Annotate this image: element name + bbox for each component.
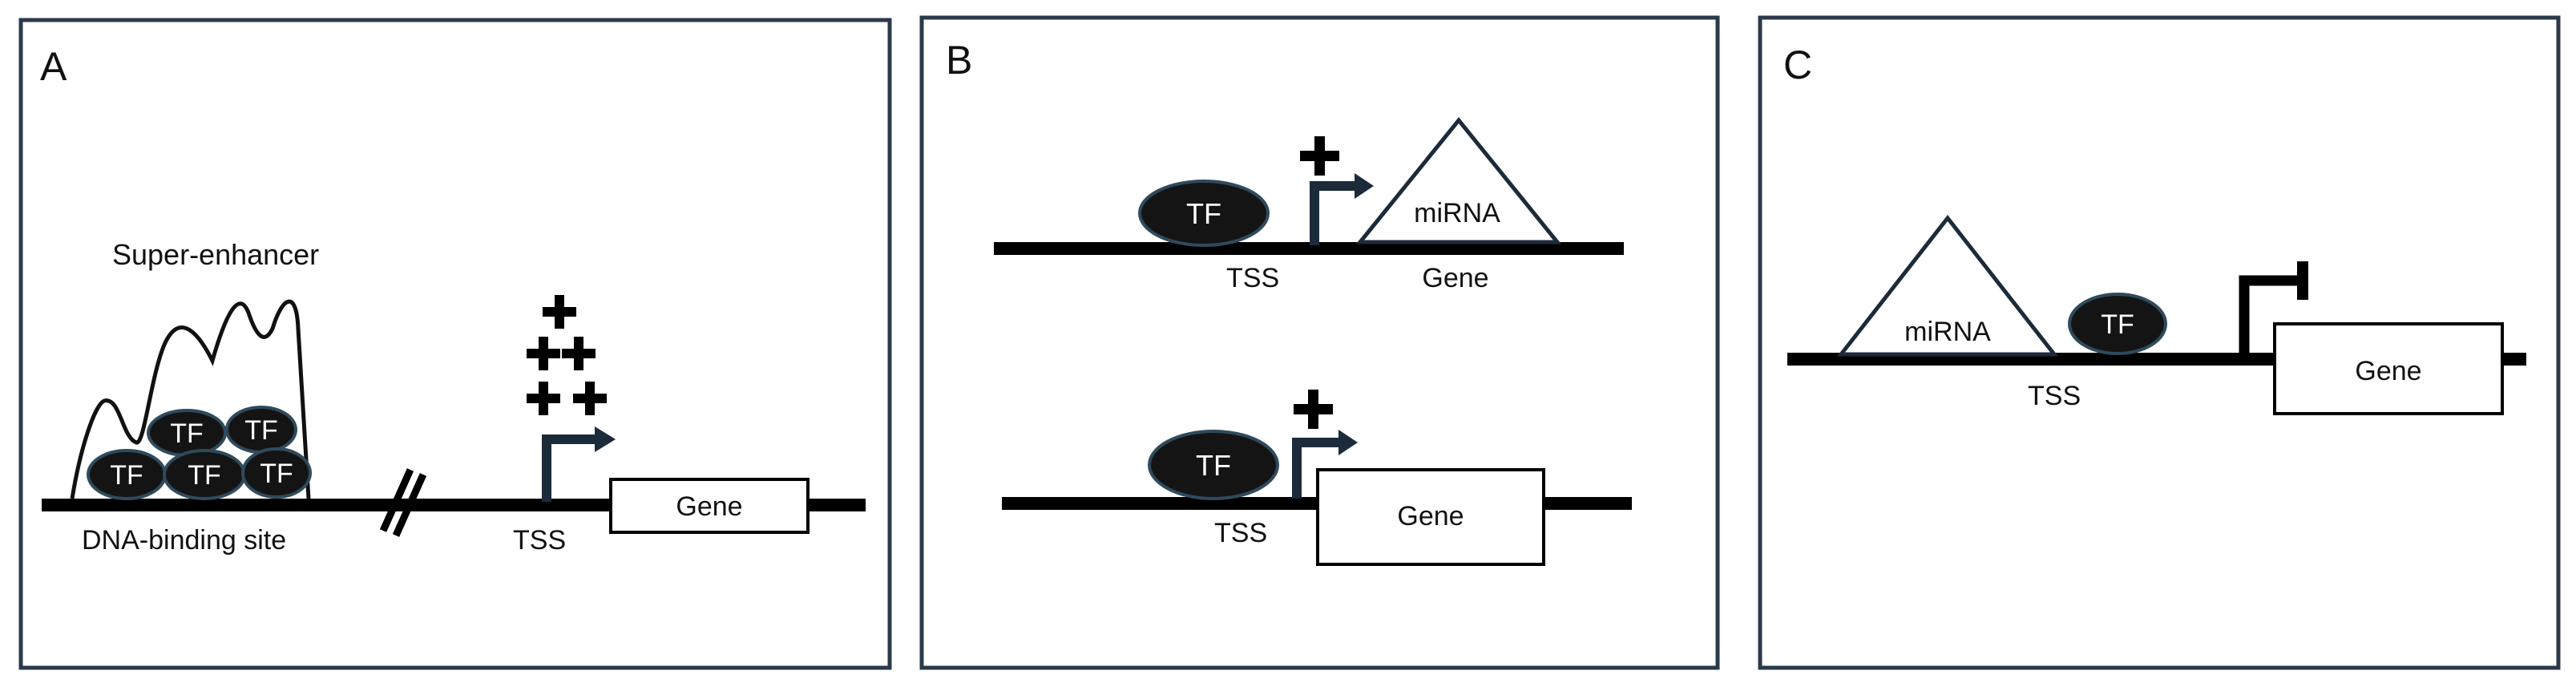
plus-icon	[527, 337, 560, 370]
svg-text:TF: TF	[2101, 309, 2134, 340]
tf-protein: TF	[2068, 293, 2167, 355]
tf-protein: TF	[87, 449, 167, 500]
mirna-label-c: miRNA	[1904, 317, 1991, 347]
mirna-triangle: miRNA	[1836, 214, 2059, 357]
tss-arrow-icon	[1292, 430, 1358, 499]
plus-icon	[562, 337, 596, 370]
plus-icon	[527, 382, 560, 415]
mirna-triangle: miRNA	[1355, 117, 1562, 244]
panel-a: A Super-enhancer TF TF TF TF TF DNA-bind…	[18, 18, 892, 670]
panel-b-frame	[919, 15, 1720, 670]
gene-box-b	[1316, 468, 1545, 566]
gene-label-c: Gene	[2355, 356, 2421, 386]
tss-label-c: TSS	[2028, 381, 2081, 411]
tf-protein: TF	[163, 449, 246, 500]
plus-icon	[573, 382, 607, 415]
dna-break-icon	[379, 468, 427, 537]
super-enhancer-label: Super-enhancer	[112, 238, 319, 271]
super-enhancer-peaks	[70, 299, 311, 499]
tf-protein: TF	[1148, 430, 1279, 500]
svg-text:TF: TF	[188, 460, 221, 491]
panel-c-letter: C	[1783, 42, 1812, 87]
tss-label-b-top: TSS	[1226, 263, 1279, 293]
tss-label-b-bottom: TSS	[1214, 518, 1267, 548]
plus-icon	[1300, 136, 1339, 176]
svg-text:TF: TF	[244, 415, 278, 446]
panel-c: C miRNA TF TSS Gene	[1758, 15, 2561, 670]
panel-b-letter: B	[946, 38, 972, 83]
plus-icon	[1294, 390, 1333, 429]
panel-a-letter: A	[40, 44, 67, 89]
plus-icon	[543, 295, 576, 329]
panel-c-frame	[1758, 15, 2561, 670]
svg-text:TF: TF	[1186, 197, 1221, 230]
panel-b: B TF miRNA TSS Gene TF Gene TS	[919, 15, 1720, 670]
gene-label-b-top: Gene	[1422, 263, 1488, 293]
tss-arrow-icon	[2239, 261, 2308, 358]
tss-label-a: TSS	[513, 525, 566, 556]
svg-text:TF: TF	[170, 418, 204, 449]
mirna-label-b: miRNA	[1414, 198, 1500, 228]
tf-protein: TF	[1138, 180, 1270, 247]
gene-box-c	[2273, 322, 2504, 415]
gene-label-b-bottom: Gene	[1397, 501, 1464, 531]
binding-site-label: DNA-binding site	[82, 525, 286, 556]
tss-arrow-icon	[1310, 173, 1374, 245]
tf-protein: TF	[241, 447, 312, 499]
svg-text:TF: TF	[1196, 449, 1231, 482]
dna-strand-b-top	[994, 242, 1624, 255]
svg-text:TF: TF	[110, 460, 143, 491]
gene-box-a	[609, 478, 810, 534]
gene-label-a: Gene	[676, 491, 742, 522]
tf-protein: TF	[147, 409, 227, 457]
panel-a-frame	[18, 18, 892, 670]
svg-text:TF: TF	[260, 459, 293, 489]
tss-arrow-icon	[542, 426, 616, 502]
tf-protein: TF	[225, 406, 297, 454]
